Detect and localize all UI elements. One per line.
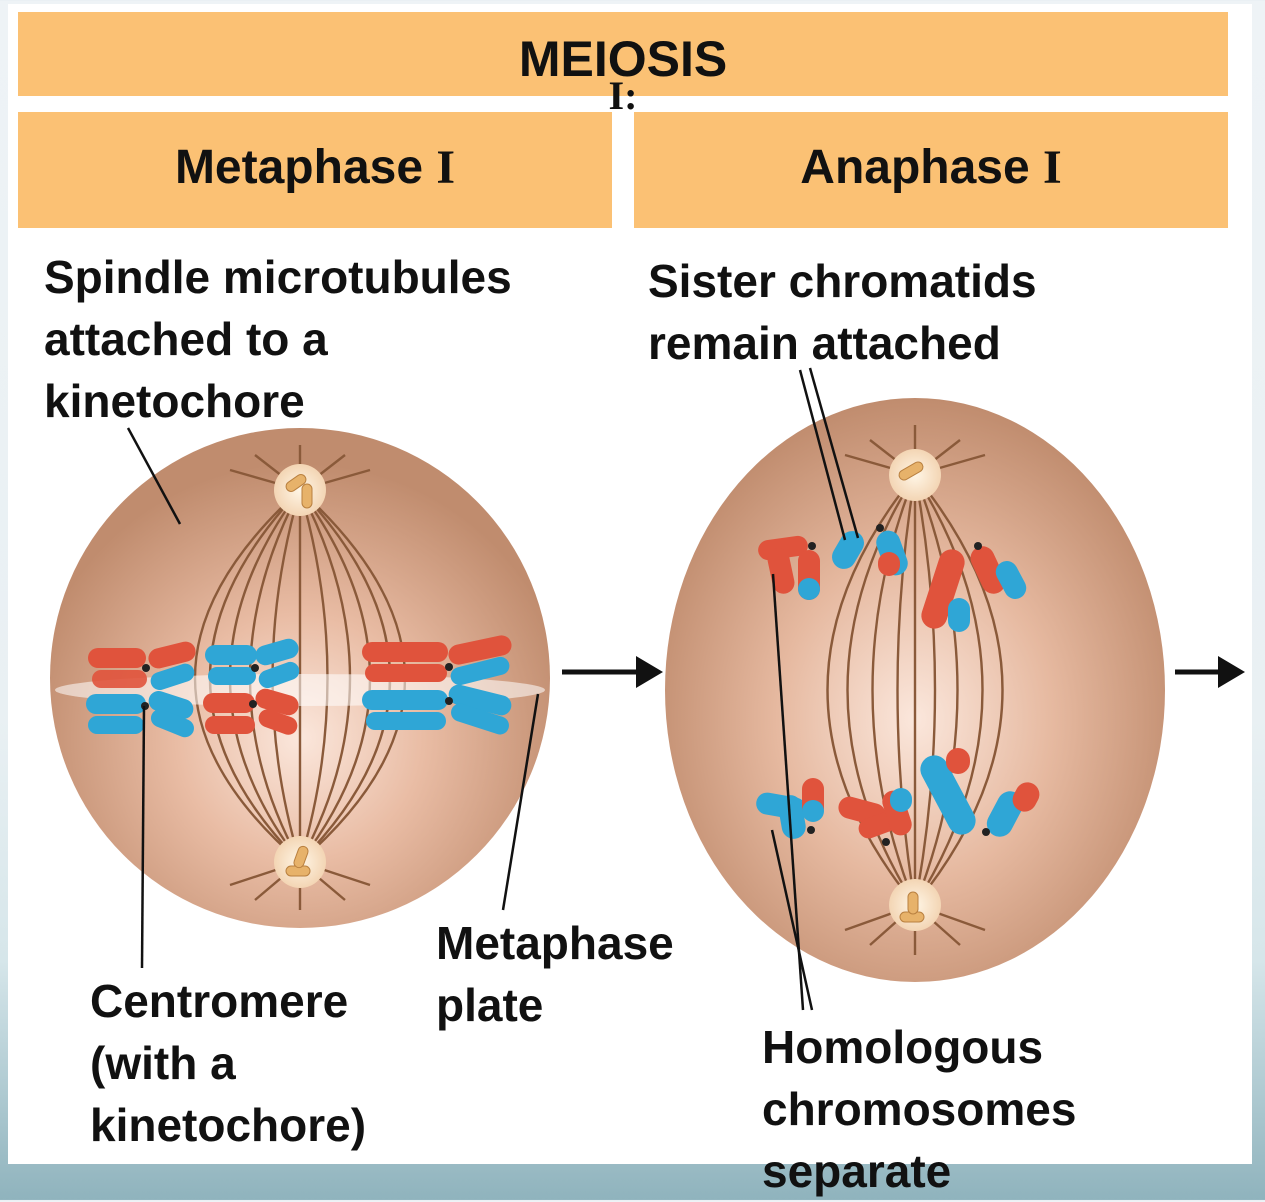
phase-header-metaphase: Metaphase I — [18, 112, 612, 228]
leader-sister-b — [808, 367, 860, 539]
tetrad-3 — [362, 635, 512, 735]
leader-homologous-a — [771, 573, 805, 1011]
metaphase-cell — [50, 428, 550, 928]
label-sister-chromatids: Sister chromatids remain attached — [648, 255, 1037, 369]
chromosome-group-top — [758, 524, 1027, 632]
label-homologous-chromosomes: Homologous chromosomes separate — [762, 1021, 1077, 1197]
centriole — [285, 474, 307, 492]
leader-metaphase-plate — [501, 693, 540, 911]
centriole — [301, 483, 313, 509]
tetrad-1 — [86, 641, 196, 738]
anaphase-cell — [665, 398, 1165, 982]
tetrad-2 — [203, 638, 300, 735]
chromosome-group-bottom — [756, 748, 1040, 846]
centriole — [907, 891, 919, 915]
label-metaphase-plate: Metaphase plate — [436, 917, 674, 1031]
phase-numeral: I — [436, 141, 456, 194]
label-spindle-microtubules: Spindle microtubules attached to a kinet… — [44, 251, 512, 427]
leader-spindle — [126, 427, 182, 525]
page-title-suffix: I: — [608, 73, 638, 118]
leader-sister-a — [798, 369, 847, 541]
arrow-to-anaphase — [562, 656, 663, 688]
phase-header-anaphase: Anaphase I — [634, 112, 1228, 228]
leader-centromere — [140, 705, 146, 969]
title-banner: MEIOSIS I: — [18, 12, 1228, 116]
centriole — [293, 845, 309, 869]
phase-numeral: I — [1043, 141, 1062, 194]
leader-homologous-b — [770, 829, 814, 1011]
centrosome-top — [274, 464, 326, 516]
phase-name: Metaphase — [174, 141, 424, 194]
leader-lines — [126, 367, 860, 1011]
centriole — [898, 461, 924, 481]
arrow-next — [1175, 656, 1245, 688]
label-centromere: Centromere (with a kinetochore) — [90, 975, 367, 1151]
page-title: MEIOSIS — [518, 31, 728, 87]
phase-name: Anaphase — [800, 141, 1030, 194]
